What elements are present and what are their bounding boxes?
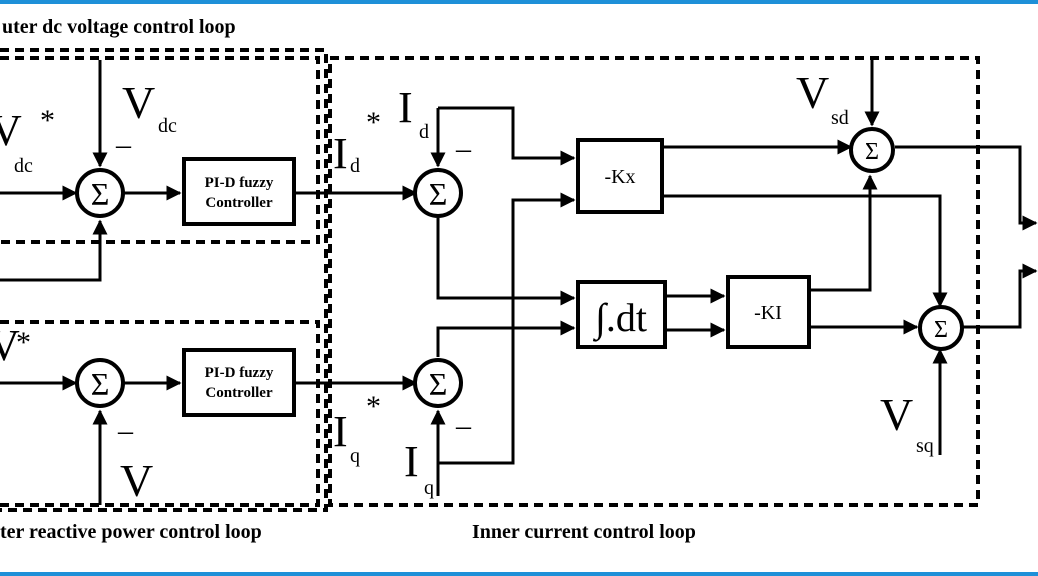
top-frame-line bbox=[0, 0, 1038, 4]
v-meas-sign: – bbox=[117, 414, 134, 447]
v-ref-label: V bbox=[0, 321, 20, 370]
summer-iq bbox=[413, 358, 463, 408]
id-meas-sub: d bbox=[419, 121, 429, 143]
caption-inner-current: Inner current control loop bbox=[472, 521, 696, 543]
kx-label: -Kx bbox=[604, 166, 635, 188]
caption-outer-dc: uter dc voltage control loop bbox=[2, 16, 236, 38]
outer-dc-loop-boundary bbox=[0, 56, 320, 244]
pid-reactive-label-1: PI-D fuzzy bbox=[205, 365, 274, 381]
summer-vq-symbol: Σ bbox=[934, 317, 948, 343]
vdc-ref-sub: dc bbox=[14, 155, 33, 177]
summer-vdc-symbol: Σ bbox=[91, 176, 110, 212]
iq-meas-label: I bbox=[404, 437, 419, 486]
vsd-label: V bbox=[796, 67, 829, 118]
ki-block bbox=[726, 275, 811, 349]
integrator-label: ∫.dt bbox=[592, 295, 647, 342]
kx-block bbox=[576, 138, 664, 214]
summer-vd bbox=[849, 127, 895, 173]
summer-v-symbol: Σ bbox=[91, 366, 110, 402]
iq-ref-star: * bbox=[366, 390, 381, 423]
vsq-label: V bbox=[880, 389, 913, 440]
iq-meas-sub: q bbox=[424, 477, 434, 499]
id-meas-sign: – bbox=[455, 132, 472, 165]
id-ref-sub: d bbox=[350, 155, 360, 177]
vdc-meas-sub: dc bbox=[158, 115, 177, 137]
summer-id bbox=[413, 168, 463, 218]
ki-label: -KI bbox=[754, 302, 782, 324]
vdc-ref-star: * bbox=[40, 104, 55, 137]
inner-current-loop-boundary bbox=[328, 56, 980, 507]
vsd-sub: sd bbox=[831, 107, 849, 129]
pid-fuzzy-block-reactive bbox=[182, 348, 296, 417]
v-ref-star: * bbox=[16, 326, 31, 359]
summer-vq bbox=[918, 305, 964, 351]
pid-dc-label-2: Controller bbox=[205, 195, 273, 211]
bottom-frame-line bbox=[0, 572, 1038, 576]
iq-ref-sub: q bbox=[350, 445, 360, 467]
iq-meas-sign: – bbox=[455, 409, 472, 442]
vdc-meas-label: V bbox=[122, 77, 155, 128]
vsq-sub: sq bbox=[916, 435, 934, 457]
pid-fuzzy-block-dc bbox=[182, 157, 296, 226]
summer-v bbox=[75, 358, 125, 408]
iq-ref-label: I bbox=[333, 407, 348, 456]
summer-vd-symbol: Σ bbox=[865, 139, 879, 165]
id-ref-label: I bbox=[333, 129, 348, 178]
vdc-meas-sign: – bbox=[115, 128, 132, 161]
outer-container-boundary bbox=[0, 48, 328, 512]
vdc-ref-label: V bbox=[0, 106, 22, 155]
summer-vdc bbox=[75, 168, 125, 218]
pid-dc-label-1: PI-D fuzzy bbox=[205, 175, 274, 191]
summer-iq-symbol: Σ bbox=[429, 366, 448, 402]
summer-id-symbol: Σ bbox=[429, 176, 448, 212]
id-meas-label: I bbox=[398, 83, 413, 132]
v-meas-label: V bbox=[120, 455, 153, 506]
outer-reactive-loop-boundary bbox=[0, 320, 320, 507]
pid-reactive-label-2: Controller bbox=[205, 385, 273, 401]
integrator-block bbox=[576, 280, 667, 349]
caption-outer-reactive: ter reactive power control loop bbox=[0, 521, 262, 543]
id-ref-star: * bbox=[366, 106, 381, 139]
